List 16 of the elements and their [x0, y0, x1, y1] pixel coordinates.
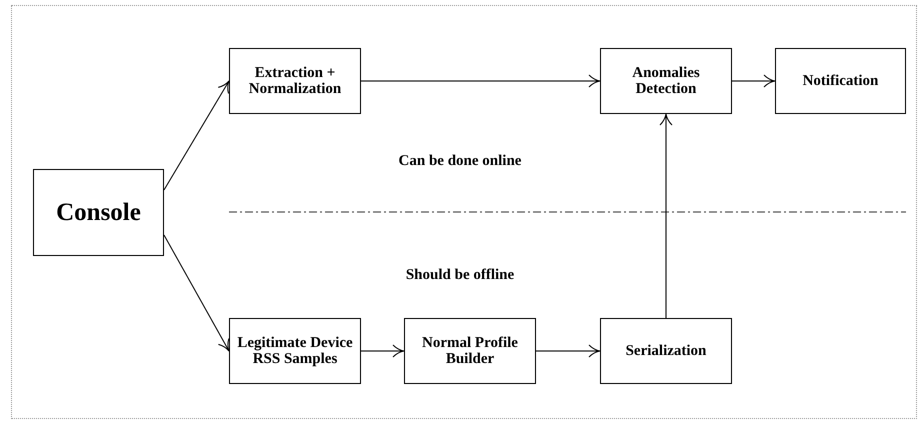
box-label: Console — [56, 198, 141, 228]
box-label: Notification — [802, 72, 878, 90]
box-label: Anomalies Detection — [631, 64, 701, 98]
region-label: Should be offline — [404, 266, 516, 285]
process-box — [229, 48, 361, 114]
box-label: Serialization — [626, 342, 706, 360]
process-box — [33, 169, 164, 256]
box-label: Extraction + Normalization — [248, 64, 342, 98]
process-box — [229, 318, 361, 384]
box-label: Normal Profile Builder — [421, 334, 519, 368]
region-label: Can be done online — [398, 152, 522, 171]
box-label: Legitimate Device RSS Samples — [236, 334, 354, 368]
process-box — [404, 318, 536, 384]
process-box — [600, 318, 732, 384]
process-box — [775, 48, 906, 114]
process-box — [600, 48, 732, 114]
